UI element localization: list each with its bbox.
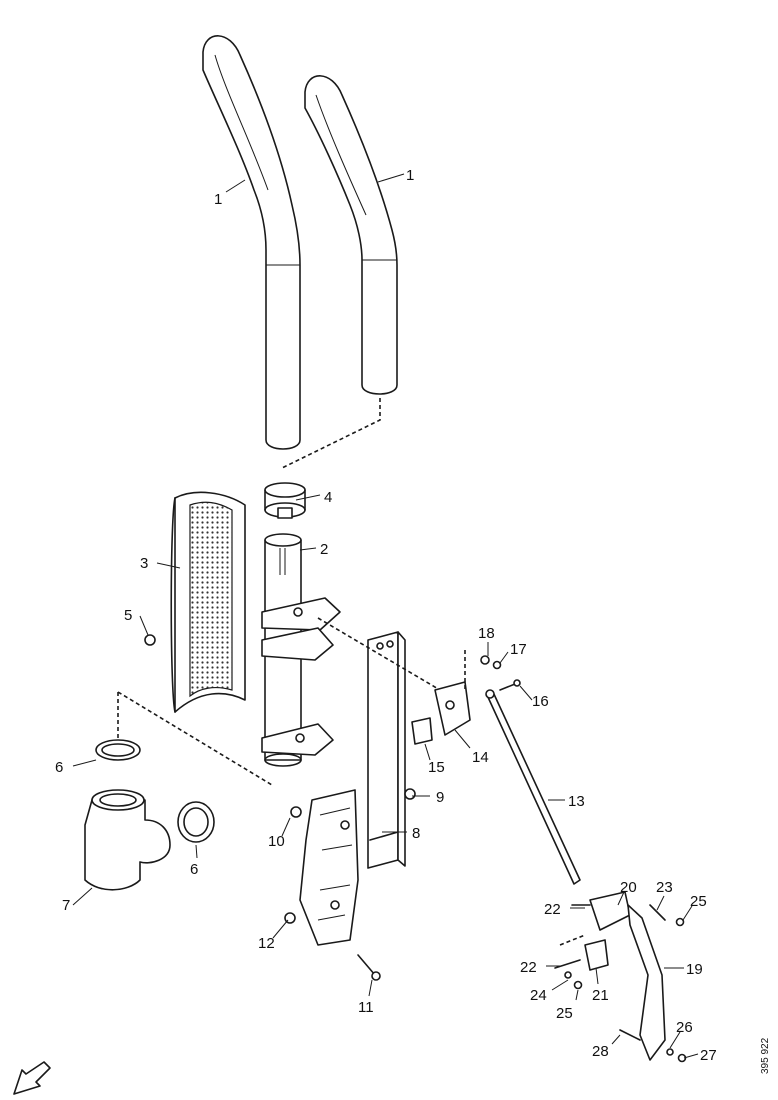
- bolt-22b: [554, 959, 581, 969]
- label-part-2: 2: [320, 541, 328, 558]
- bracket-20: [589, 891, 631, 931]
- label-part-8: 8: [412, 825, 420, 842]
- label-part-5a: 5: [124, 607, 132, 624]
- drawing-code: 395 922: [760, 1037, 771, 1074]
- bolt-28: [619, 1029, 641, 1041]
- callout-labels: 1 1 4 2 3 5 6 6 7 8 9 10 12 11 13 14 15 …: [55, 167, 717, 1064]
- washer-26: [666, 1048, 674, 1056]
- label-part-21: 21: [592, 987, 609, 1004]
- bracket-14: [434, 681, 471, 736]
- label-part-18: 18: [478, 625, 495, 642]
- nut-25a: [573, 980, 583, 990]
- pipe-clamp-lower: [261, 723, 334, 756]
- label-part-3: 3: [140, 555, 148, 572]
- label-part-19: 19: [686, 961, 703, 978]
- label-part-1b: 1: [406, 167, 414, 184]
- label-part-16: 16: [532, 693, 549, 710]
- bracket-21: [584, 939, 609, 971]
- bolt-16: [499, 679, 521, 691]
- label-part-6a: 6: [55, 759, 63, 776]
- straight-pipe: [264, 533, 302, 767]
- label-part-25b: 25: [690, 893, 707, 910]
- assembly-line-1: [281, 398, 381, 469]
- elbow-pipe: [84, 789, 171, 891]
- leader-lines: [72, 173, 699, 1059]
- label-part-25a: 25: [556, 1005, 573, 1022]
- label-part-24: 24: [530, 987, 547, 1004]
- bolt-11: [357, 954, 381, 981]
- label-part-22a: 22: [544, 901, 561, 918]
- label-part-28: 28: [592, 1043, 609, 1060]
- label-part-27: 27: [700, 1047, 717, 1064]
- support-plate: [299, 789, 359, 946]
- assembly-line-2: [317, 617, 441, 691]
- label-part-22b: 22: [520, 959, 537, 976]
- bolt-5: [144, 634, 156, 646]
- nut-10: [290, 806, 302, 818]
- clamp-ring-upper: [264, 482, 306, 519]
- label-part-10: 10: [268, 833, 285, 850]
- washer-24: [564, 971, 572, 979]
- clamp-ring-elbow-top: [95, 739, 141, 761]
- tie-rod: [485, 689, 581, 885]
- label-part-15: 15: [428, 759, 445, 776]
- nut-25b: [675, 917, 685, 927]
- pipe-clamp-upper: [261, 597, 341, 661]
- label-part-20: 20: [620, 879, 637, 896]
- exhaust-stack-right: [304, 75, 398, 395]
- label-part-9: 9: [436, 789, 444, 806]
- exhaust-stack-left: [202, 35, 301, 450]
- mounting-channel: [367, 631, 406, 869]
- label-part-1a: 1: [214, 191, 222, 208]
- washer-17: [492, 660, 502, 670]
- label-part-14: 14: [472, 749, 489, 766]
- label-part-11: 11: [358, 999, 374, 1016]
- bolt-23: [649, 904, 666, 921]
- label-part-7: 7: [62, 897, 70, 914]
- label-part-4: 4: [324, 489, 332, 506]
- clip-15: [411, 717, 433, 745]
- clamp-ring-elbow-side: [177, 801, 215, 843]
- nut-9: [404, 788, 416, 800]
- label-part-13: 13: [568, 793, 585, 810]
- heat-shield: [170, 491, 246, 713]
- label-part-23: 23: [656, 879, 673, 896]
- arrow-icon: [13, 1061, 51, 1095]
- assembly-line-6: [559, 934, 586, 946]
- label-part-12: 12: [258, 935, 275, 952]
- assembly-line-3: [117, 691, 273, 786]
- label-part-17: 17: [510, 641, 527, 658]
- label-part-26: 26: [676, 1019, 693, 1036]
- nut-18: [480, 655, 490, 665]
- arm-19: [627, 904, 666, 1061]
- label-part-6b: 6: [190, 861, 198, 878]
